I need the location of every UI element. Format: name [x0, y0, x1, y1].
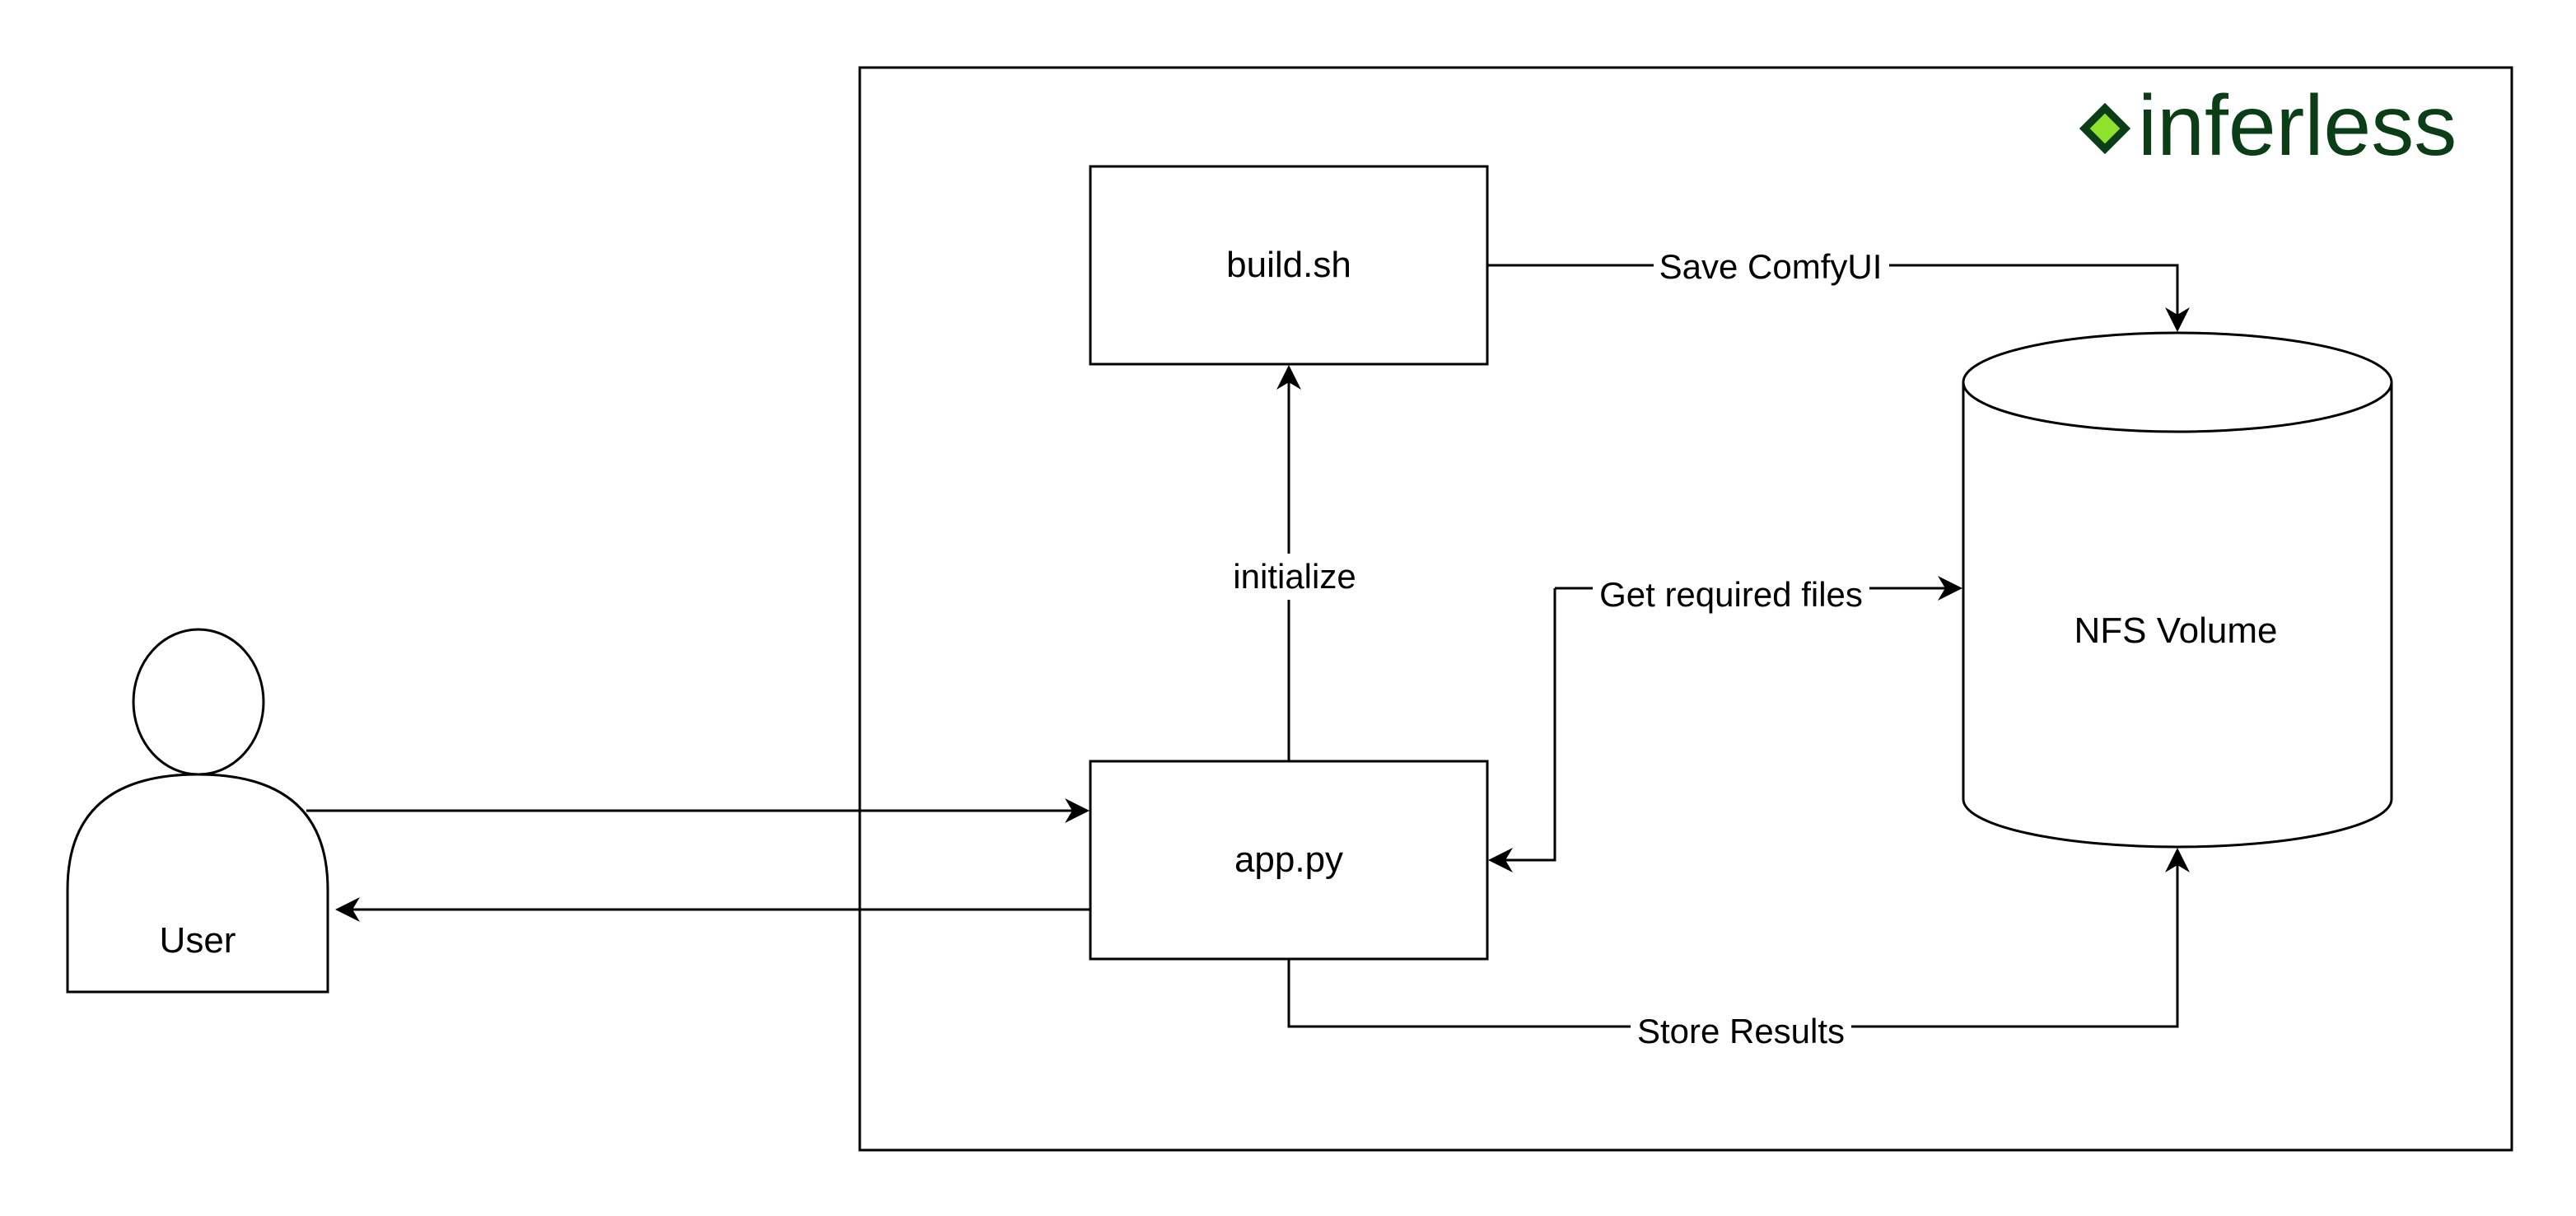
app-py-node: app.py	[1089, 760, 1489, 961]
get-required-files-label: Get required files	[1599, 575, 1863, 614]
user-body-icon	[66, 773, 329, 994]
get-required-files-edge: Get required files	[1488, 572, 1962, 872]
build-sh-node: build.sh	[1089, 165, 1489, 366]
nfs-volume-node: NFS Volume	[1962, 331, 2393, 849]
user-actor: User	[66, 628, 329, 994]
user-head-icon	[132, 628, 265, 776]
nfs-cylinder-top	[1962, 331, 2393, 433]
store-results-label: Store Results	[1637, 1012, 1845, 1050]
app-py-label: app.py	[1234, 840, 1343, 880]
inferless-boundary	[858, 66, 2513, 1152]
store-results-edge: Store Results	[1287, 848, 2190, 1050]
user-label: User	[160, 920, 236, 961]
save-comfyui-edge: Save ComfyUI	[1487, 246, 2190, 332]
nfs-volume-label: NFS Volume	[2074, 610, 2278, 651]
initialize-label: initialize	[1233, 557, 1356, 596]
brand-name: inferless	[2138, 78, 2457, 174]
save-comfyui-label: Save ComfyUI	[1659, 247, 1883, 286]
diamond-logo-icon	[2079, 102, 2131, 155]
inferless-logo: inferless	[2079, 78, 2457, 174]
initialize-edge: initialize	[1222, 365, 1356, 761]
nfs-cylinder-body	[1962, 382, 2393, 849]
build-sh-label: build.sh	[1226, 245, 1351, 285]
